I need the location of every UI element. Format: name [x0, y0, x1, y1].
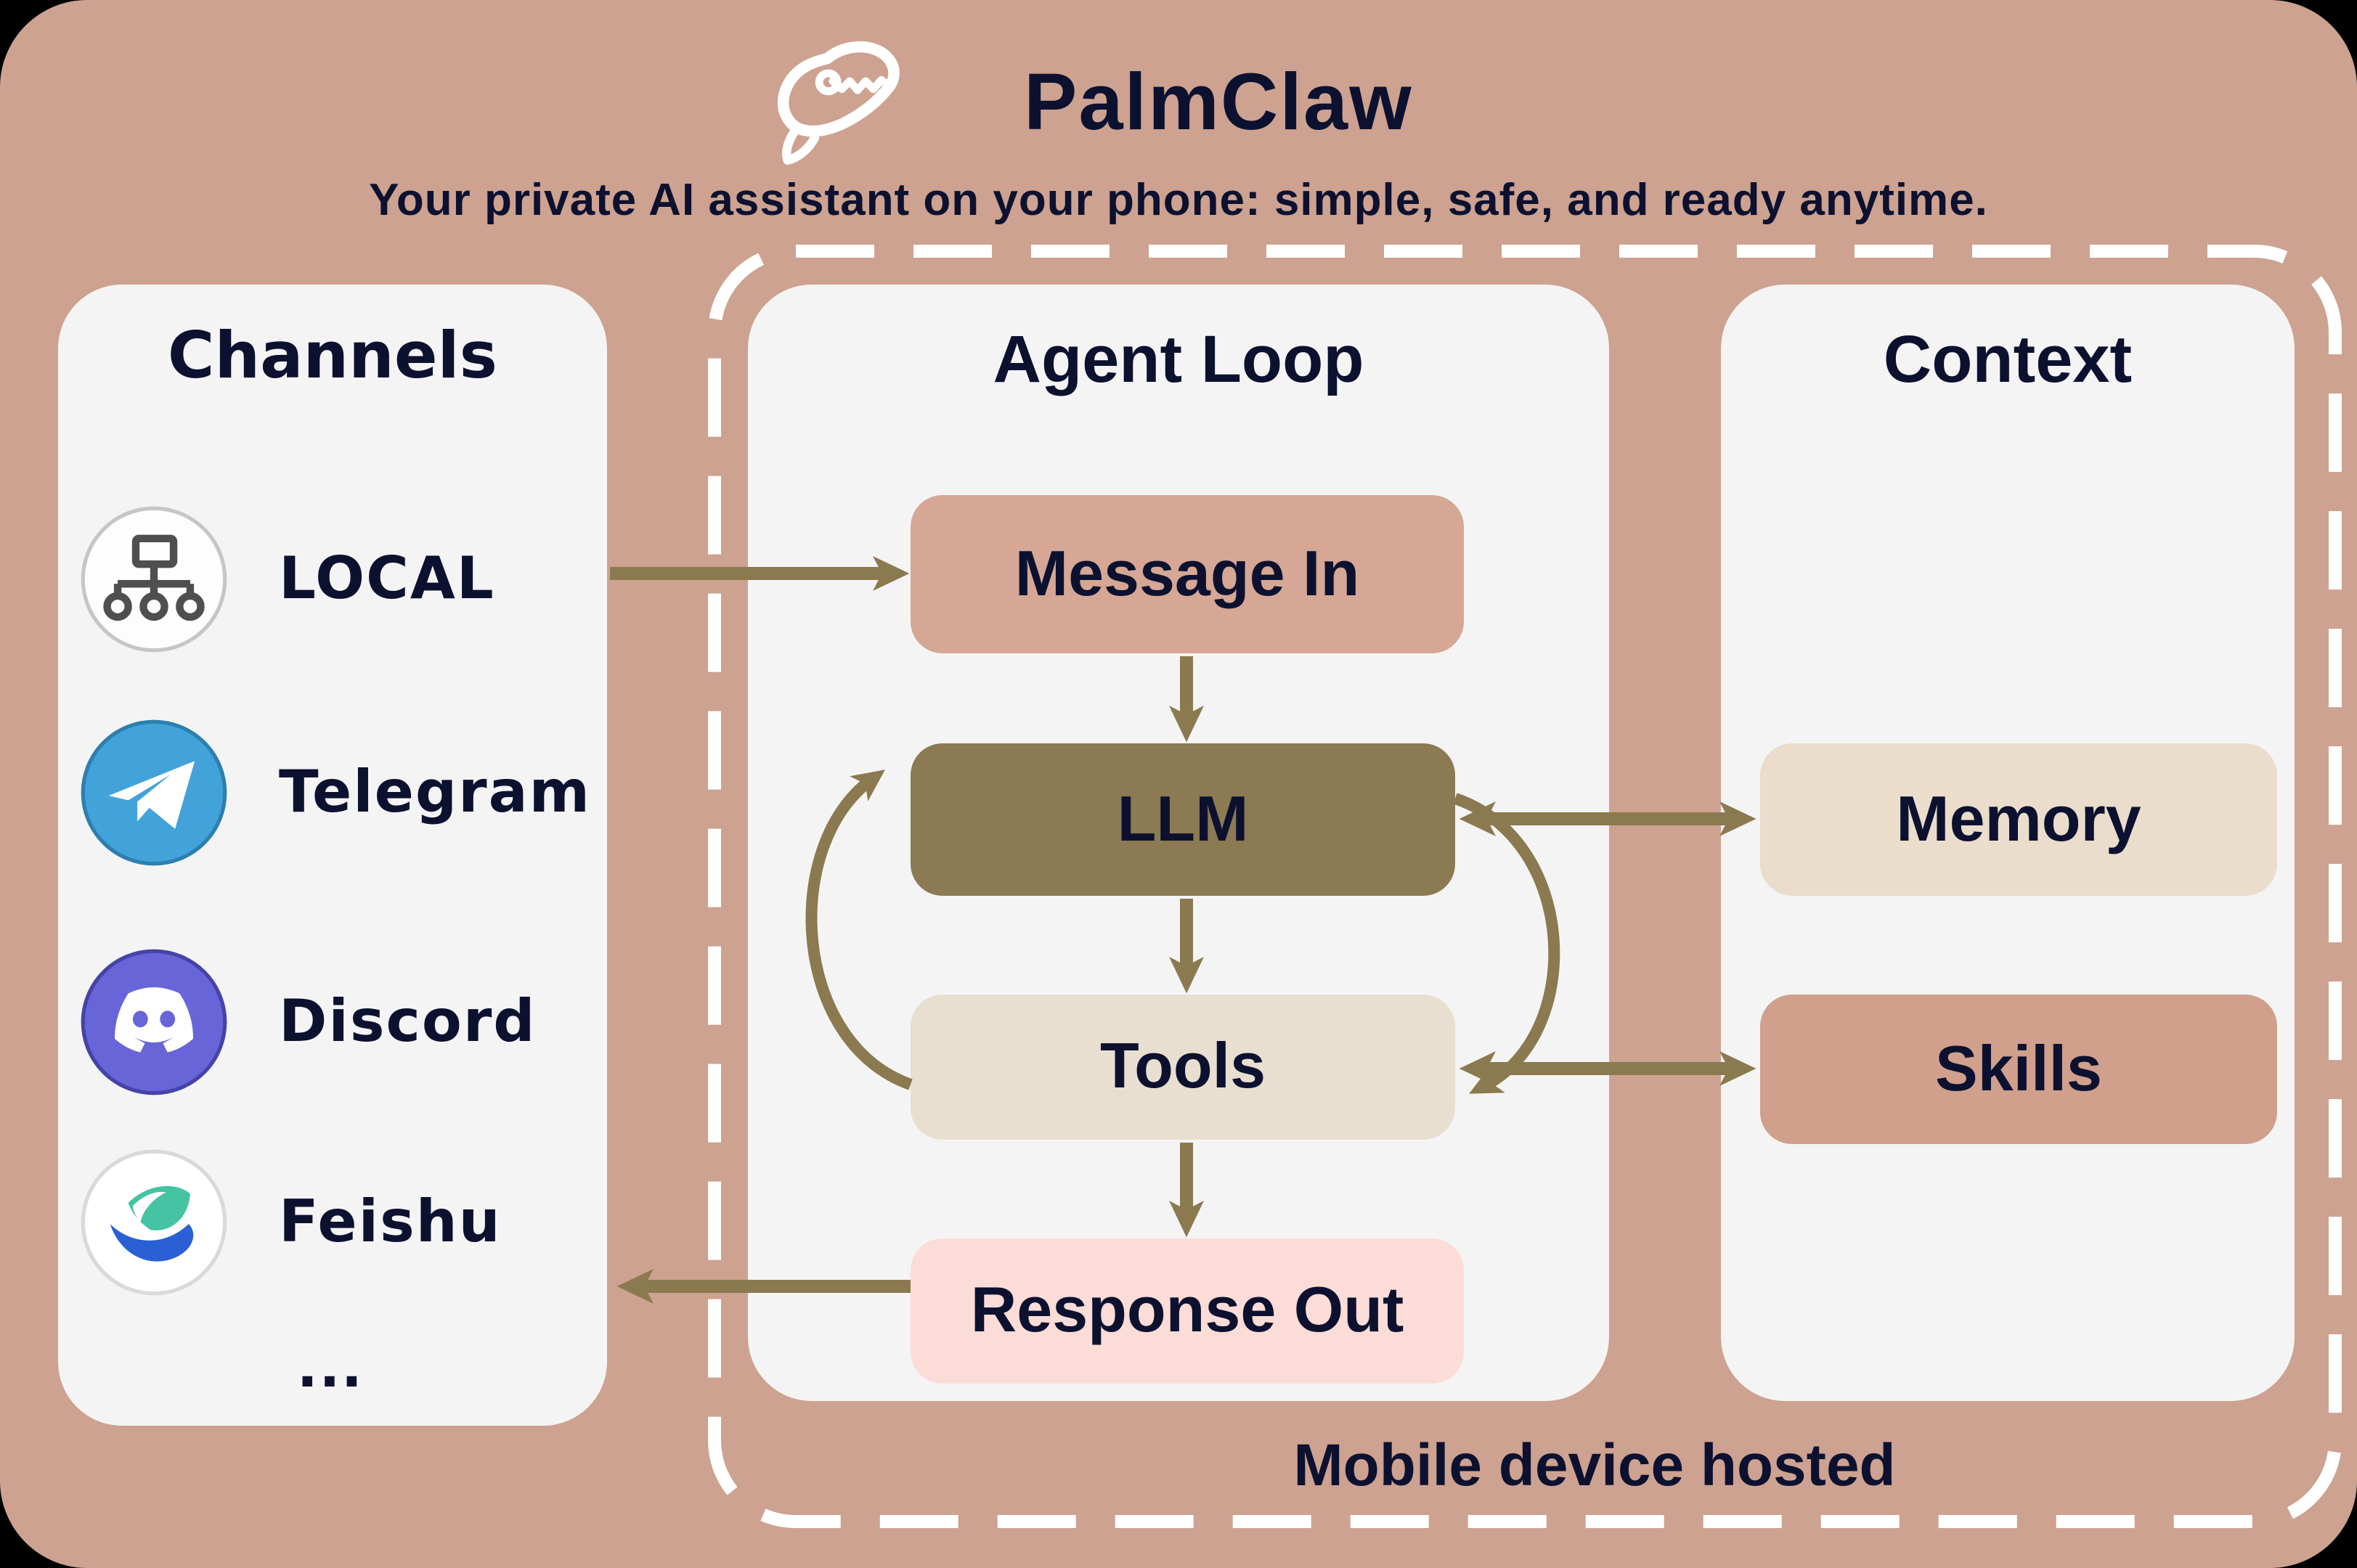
context-panel-title: Context	[1883, 321, 2133, 396]
channel-label: LOCAL	[279, 546, 495, 613]
agent-loop-panel-title: Agent Loop	[993, 321, 1364, 396]
agent-loop-panel: Agent Loop Message In LLM Tools Response…	[748, 285, 1609, 1401]
node-label: Memory	[1896, 783, 2141, 854]
node-label: Skills	[1935, 1033, 2102, 1104]
hosted-label: Mobile device hosted	[1293, 1432, 1896, 1498]
context-panel: Context Memory Skills	[1721, 285, 2295, 1401]
local-network-icon	[81, 506, 227, 653]
node-label: Tools	[1099, 1031, 1266, 1102]
node-skills: Skills	[1760, 995, 2277, 1144]
node-label: Response Out	[970, 1275, 1404, 1346]
node-response-out: Response Out	[911, 1238, 1464, 1384]
channel-item-telegram: Telegram	[78, 717, 591, 868]
telegram-icon	[81, 719, 227, 866]
channels-panel: Channels LOCAL	[58, 285, 607, 1426]
node-label: LLM	[1117, 783, 1249, 854]
feishu-icon	[81, 1149, 227, 1296]
node-tools: Tools	[911, 995, 1455, 1140]
app-tagline: Your private AI assistant on your phone:…	[369, 174, 1988, 225]
channels-more-label: …	[295, 1326, 370, 1402]
channel-label: Feishu	[279, 1189, 502, 1256]
channel-label: Telegram	[279, 759, 591, 826]
claw-icon	[777, 41, 900, 165]
channel-label: Discord	[279, 989, 537, 1055]
node-llm: LLM	[911, 743, 1455, 896]
channel-item-local: LOCAL	[78, 504, 495, 655]
node-memory: Memory	[1760, 743, 2277, 896]
channel-item-discord: Discord	[78, 947, 537, 1098]
app-title: PalmClaw	[1024, 57, 1413, 147]
channels-panel-title: Channels	[167, 319, 498, 393]
node-message-in: Message In	[911, 495, 1464, 653]
channel-item-feishu: Feishu	[78, 1147, 502, 1298]
discord-icon	[81, 949, 227, 1095]
node-label: Message In	[1014, 538, 1360, 609]
